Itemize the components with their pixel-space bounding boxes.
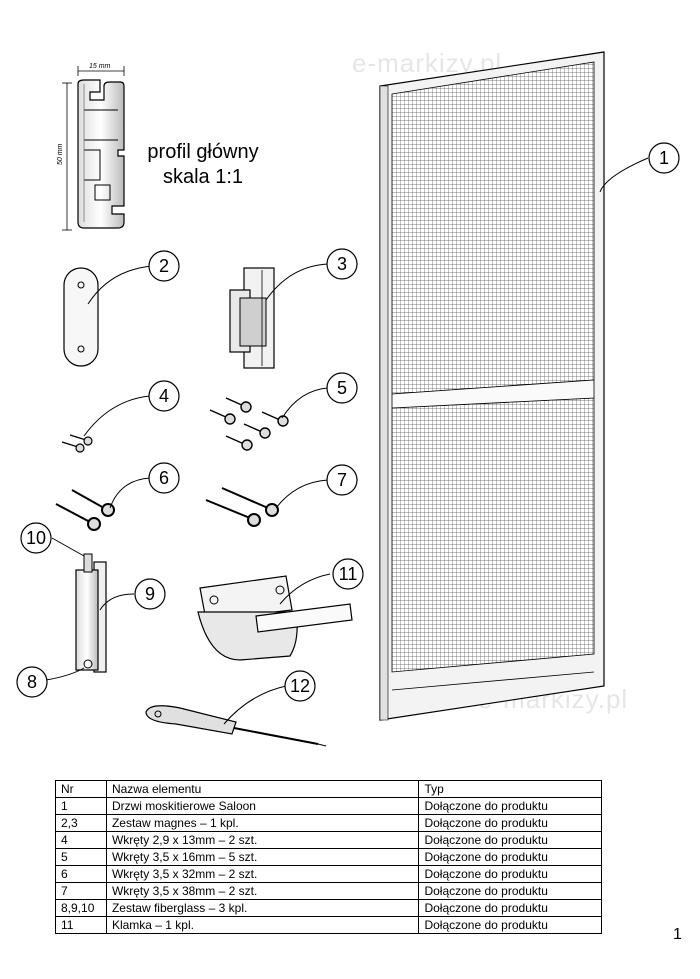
profile-width-dim: 15 mm <box>89 63 111 70</box>
cell-type: Dołączone do produktu <box>418 831 602 849</box>
svg-text:4: 4 <box>159 386 169 406</box>
leader-lines <box>45 157 649 725</box>
callout-12: 12 <box>284 670 316 702</box>
cell-name: Wkręty 3,5 x 38mm – 2 szt. <box>105 882 420 900</box>
screws-5 <box>209 397 289 451</box>
svg-text:7: 7 <box>337 470 347 490</box>
page-number: 1 <box>673 926 682 943</box>
profile-height-dim: 50 mm <box>57 143 64 165</box>
screen-door <box>379 51 605 721</box>
door-handle <box>197 575 353 661</box>
callout-2: 2 <box>148 250 180 282</box>
svg-text:8: 8 <box>27 672 37 692</box>
header-nr: Nr <box>55 780 107 798</box>
screws-4 <box>61 434 93 453</box>
cell-name: Zestaw fiberglass – 3 kpl. <box>105 899 420 917</box>
cell-nr: 11 <box>55 916 107 934</box>
cell-nr: 6 <box>55 865 107 883</box>
profile-title-line1: profil główny <box>147 141 258 163</box>
svg-text:11: 11 <box>339 564 358 584</box>
callout-7: 7 <box>326 464 358 496</box>
cell-type: Dołączone do produktu <box>418 899 602 917</box>
screws-7 <box>205 487 279 527</box>
magnet-plate <box>63 267 99 367</box>
screws-6 <box>55 489 115 531</box>
callout-6: 6 <box>148 462 180 494</box>
callout-3: 3 <box>326 248 358 280</box>
magnet-holder <box>229 267 275 369</box>
callout-4: 4 <box>148 380 180 412</box>
cell-nr: 2,3 <box>55 814 107 832</box>
svg-text:12: 12 <box>290 676 310 696</box>
callout-5: 5 <box>326 372 358 404</box>
cell-type: Dołączone do produktu <box>418 814 602 832</box>
cell-nr: 7 <box>55 882 107 900</box>
cell-name: Drzwi moskitierowe Saloon <box>105 797 420 815</box>
svg-text:5: 5 <box>337 378 347 398</box>
cell-type: Dołączone do produktu <box>418 797 602 815</box>
callout-1: 1 <box>648 142 680 174</box>
cell-nr: 4 <box>55 831 107 849</box>
header-type: Typ <box>418 780 602 798</box>
assembly-drawing: 15 mm 50 mm profil główny skala 1:1 <box>16 51 680 747</box>
main-profile: 15 mm 50 mm <box>57 63 125 231</box>
svg-text:6: 6 <box>159 468 169 488</box>
cell-type: Dołączone do produktu <box>418 916 602 934</box>
svg-text:1: 1 <box>659 148 669 168</box>
cell-nr: 1 <box>55 797 107 815</box>
svg-text:3: 3 <box>337 254 347 274</box>
callout-8: 8 <box>16 666 48 698</box>
cell-type: Dołączone do produktu <box>418 882 602 900</box>
svg-text:10: 10 <box>26 528 46 548</box>
cell-name: Klamka – 1 kpl. <box>105 916 420 934</box>
svg-text:2: 2 <box>159 256 169 276</box>
header-name: Nazwa elementu <box>105 780 420 798</box>
table-header-row: Nr Nazwa elementu Typ <box>55 780 602 798</box>
svg-text:9: 9 <box>145 584 155 604</box>
callout-10: 10 <box>20 522 52 554</box>
cell-name: Wkręty 3,5 x 16mm – 5 szt. <box>105 848 420 866</box>
cell-type: Dołączone do produktu <box>418 848 602 866</box>
cell-name: Wkręty 3,5 x 32mm – 2 szt. <box>105 865 420 883</box>
cell-nr: 5 <box>55 848 107 866</box>
fiberglass-hinge <box>75 553 107 673</box>
cell-nr: 8,9,10 <box>55 899 107 917</box>
callout-11: 11 <box>332 558 364 590</box>
cell-type: Dołączone do produktu <box>418 865 602 883</box>
cell-name: Wkręty 2,9 x 13mm – 2 szt. <box>105 831 420 849</box>
cell-name: Zestaw magnes – 1 kpl. <box>105 814 420 832</box>
screwdriver <box>145 705 327 747</box>
profile-title-line2: skala 1:1 <box>163 166 243 188</box>
callout-9: 9 <box>134 578 166 610</box>
